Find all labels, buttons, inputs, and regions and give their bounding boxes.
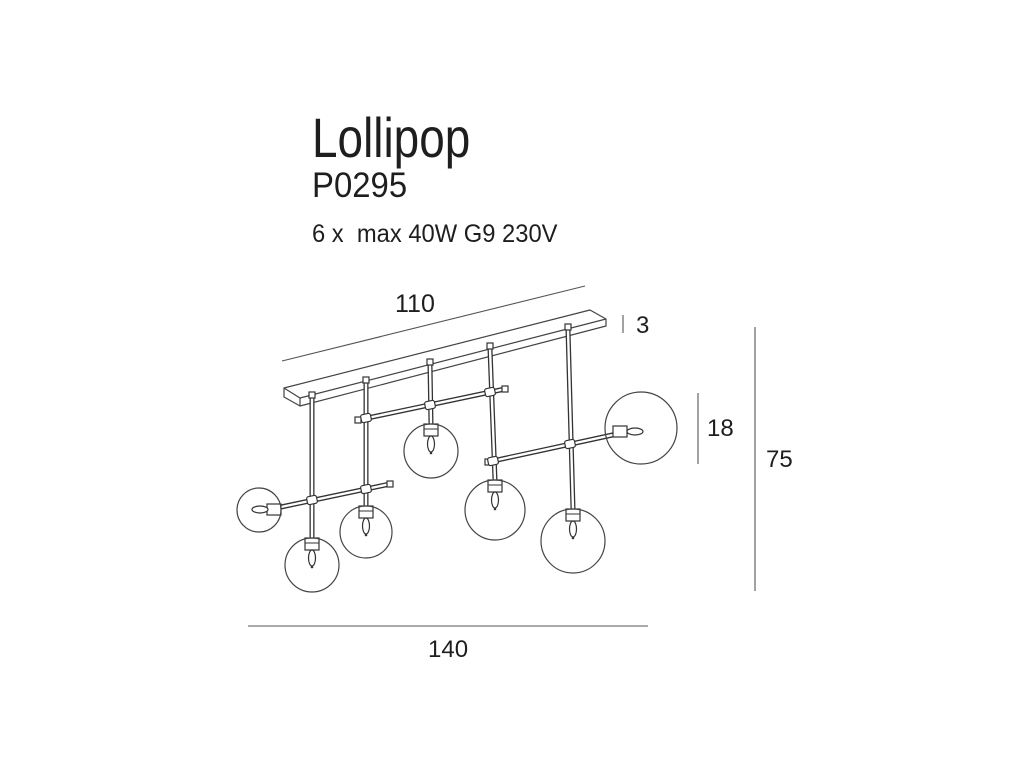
bulb-tip [429, 451, 433, 455]
globe-2 [339, 505, 393, 559]
rod-cap [386, 480, 394, 488]
globe-5 [540, 508, 606, 574]
socket [304, 537, 320, 551]
globe-outline [339, 505, 393, 559]
dimension-canopy-length: 110 [395, 290, 435, 318]
dimension-width: 140 [428, 636, 469, 663]
rod-cap [362, 376, 370, 384]
bulb [490, 491, 500, 509]
dimension-line-canopy-length [281, 285, 586, 362]
junction-connector [306, 494, 318, 506]
bulb [361, 517, 371, 535]
rod-5 [565, 329, 576, 510]
bulb [251, 505, 269, 514]
bulb-tip [364, 533, 368, 537]
rod-cap [354, 416, 362, 424]
product-spec: 6 x max 40W G9 230V [312, 220, 558, 248]
rod-cap [308, 391, 316, 399]
rod-cap [486, 342, 494, 350]
bulb [568, 520, 578, 538]
socket [358, 505, 374, 519]
rod-3 [427, 364, 434, 425]
fixture [236, 323, 678, 593]
globe-outline [604, 391, 678, 465]
junction-connector [424, 399, 436, 411]
product-code: P0295 [312, 166, 408, 205]
globe-outline [284, 537, 340, 593]
socket [487, 479, 503, 493]
globe-outline [403, 423, 459, 479]
globe-left [236, 487, 282, 533]
arm-right [487, 431, 618, 465]
dimension-height: 75 [766, 446, 793, 473]
junction-connector [360, 412, 372, 424]
bulb-tip [493, 507, 497, 511]
socket [423, 423, 439, 437]
arm-left [280, 481, 391, 510]
junction-connector [360, 483, 372, 495]
junction-connector [487, 455, 499, 467]
globe-right [604, 391, 678, 465]
bulb-tip [310, 565, 314, 569]
rod-cap [426, 358, 434, 366]
bulb [307, 549, 317, 567]
socket [612, 425, 628, 438]
rod-cap [501, 385, 509, 393]
junction-connector [484, 386, 496, 398]
globe-1 [284, 537, 340, 593]
globe-4 [464, 479, 526, 541]
rod-cap [564, 323, 572, 331]
dimension-globe: 18 [707, 415, 734, 442]
globe-outline [236, 487, 282, 533]
socket [565, 508, 581, 522]
bulb [426, 435, 436, 453]
bulb-tip [571, 536, 575, 540]
globe-outline [464, 479, 526, 541]
globe-3 [403, 423, 459, 479]
junction-connector [564, 438, 576, 450]
globe-outline [540, 508, 606, 574]
socket [266, 503, 282, 516]
dimension-canopy-height: 3 [636, 312, 650, 339]
canopy [283, 309, 607, 407]
product-name: Lollipop [312, 106, 471, 169]
bulb [626, 427, 644, 436]
